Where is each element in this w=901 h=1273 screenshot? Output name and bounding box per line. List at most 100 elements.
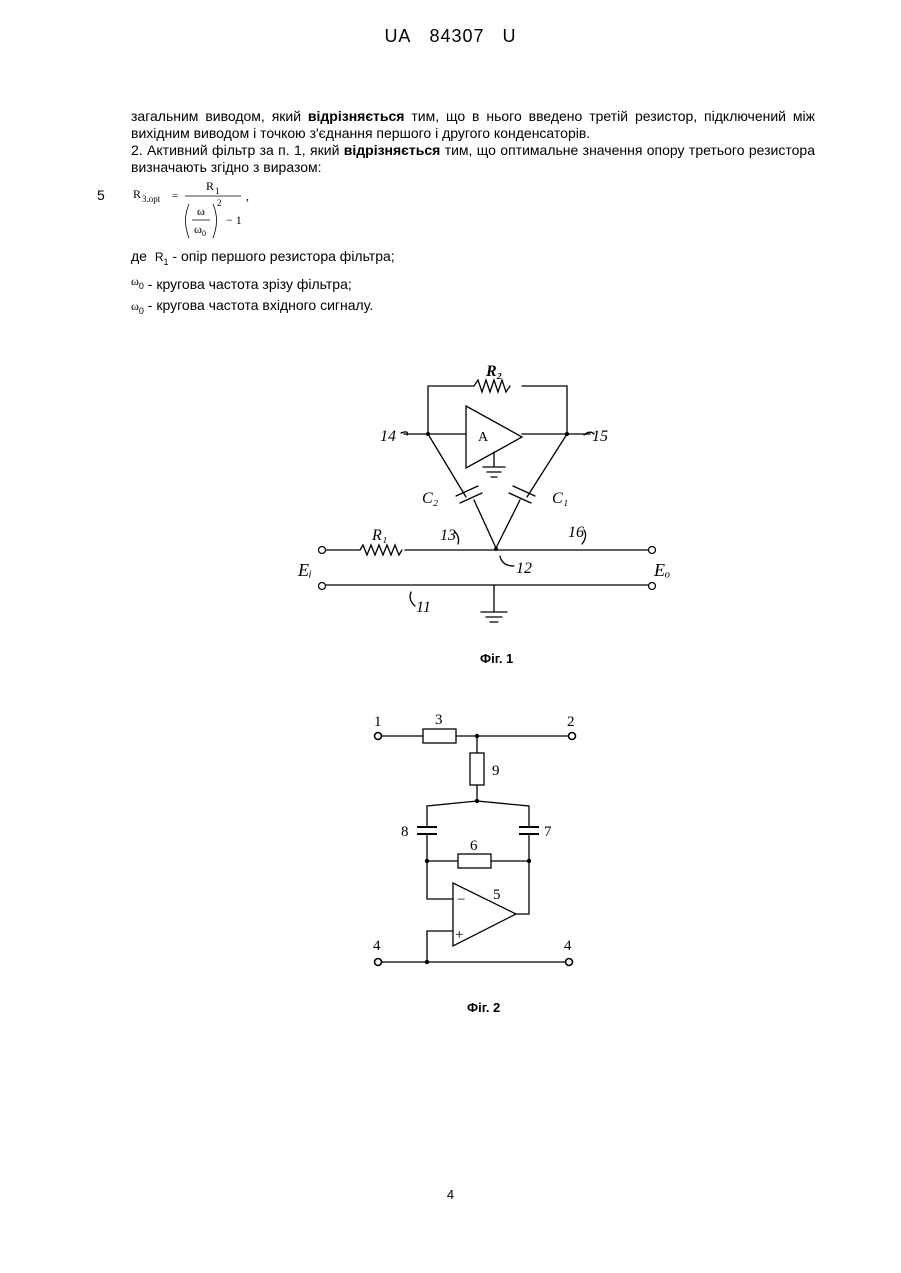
fig2-caption: Фіг. 2 bbox=[467, 1000, 500, 1015]
fig2-label-1: 1 bbox=[374, 714, 382, 730]
fig2-label-7: 7 bbox=[544, 824, 552, 840]
fig1-label-16: 16 bbox=[568, 524, 584, 541]
fig1-leader-15 bbox=[584, 432, 594, 435]
def-text: - кругова частота зрізу фільтра; bbox=[144, 276, 352, 292]
formula-numerator: R bbox=[206, 179, 214, 193]
def-prefix: де bbox=[131, 248, 147, 264]
fig2-label-4-right: 4 bbox=[564, 938, 572, 954]
def-symbol-omega: ω bbox=[131, 274, 139, 288]
fig1-terminal-ei-top bbox=[319, 547, 326, 554]
fig2-node-right bbox=[527, 859, 531, 863]
fig2-label-minus: − bbox=[457, 892, 465, 908]
fig2-label-6: 6 bbox=[470, 838, 478, 854]
fig2-node-top bbox=[475, 734, 479, 738]
fig1-label-r1: R₁ bbox=[371, 527, 387, 544]
fig1-wire-r2-right bbox=[522, 386, 567, 434]
def-text: - опір першого резистора фільтра; bbox=[169, 248, 395, 264]
fig1-leader-13 bbox=[455, 532, 459, 544]
fig1-label-c2: C₂ bbox=[422, 490, 439, 507]
def-symbol-sub: 0 bbox=[139, 281, 144, 291]
formula-numerator-sub: 1 bbox=[215, 186, 220, 196]
formula-lhs-sub: 3.opt bbox=[142, 194, 161, 204]
fig1-node-14 bbox=[426, 432, 430, 436]
claim2-text-a: 2. Активний фільтр за п. 1, який bbox=[131, 142, 344, 158]
fig1-opamp-a bbox=[466, 406, 522, 468]
fig1-leader-12 bbox=[500, 556, 514, 566]
formula-paren-left bbox=[186, 204, 190, 238]
fig1-resistor-r1 bbox=[360, 545, 402, 555]
header-kind: U bbox=[503, 26, 517, 46]
fig1-label-11: 11 bbox=[416, 599, 431, 616]
definition-omega0: ω0 - кругова частота зрізу фільтра; bbox=[131, 276, 352, 295]
fig1-wire-c1-bottom bbox=[496, 500, 520, 548]
fig1-label-a: A bbox=[478, 430, 489, 445]
fig1-label-r2: R₂ bbox=[485, 363, 502, 380]
fig2-resistor-9 bbox=[470, 753, 484, 785]
fig2-label-5: 5 bbox=[493, 887, 501, 903]
fig1-wire-c2-top bbox=[428, 434, 466, 497]
fig1-label-c1: C₁ bbox=[552, 490, 568, 507]
fig1-label-eo: Eₒ bbox=[653, 560, 670, 580]
fig1-resistor-r2 bbox=[474, 380, 510, 392]
fig2-terminal-2 bbox=[569, 733, 576, 740]
fig2-node-caps bbox=[475, 799, 479, 803]
claim2-bold: відрізняється bbox=[344, 142, 441, 158]
fig2-capacitor-8 bbox=[417, 827, 437, 834]
claim-paragraph-1: загальним виводом, який відрізняється ти… bbox=[131, 108, 815, 142]
fig2-resistor-3 bbox=[423, 729, 456, 743]
fig2-label-9: 9 bbox=[492, 763, 500, 779]
fig2-label-2: 2 bbox=[567, 714, 575, 730]
claim-paragraph-2: 2. Активний фільтр за п. 1, який відрізн… bbox=[131, 142, 815, 176]
formula-power: 2 bbox=[217, 198, 222, 208]
fig2-label-plus: + bbox=[455, 927, 463, 943]
formula-omega0-sub: 0 bbox=[202, 229, 206, 238]
fig2-capacitor-7 bbox=[519, 827, 539, 834]
fig1-label-15: 15 bbox=[592, 428, 608, 445]
def-text: - кругова частота вхідного сигналу. bbox=[144, 297, 373, 313]
patent-header: UA 84307 U bbox=[0, 26, 901, 47]
fig2-wire-left-loop bbox=[427, 834, 453, 899]
formula-lhs: R bbox=[133, 187, 141, 201]
fig1-label-14: 14 bbox=[380, 428, 396, 445]
fig2-label-4-left: 4 bbox=[373, 938, 381, 954]
fig1-capacitor-c2 bbox=[456, 486, 482, 503]
fig1-capacitor-c1 bbox=[509, 486, 535, 503]
header-country: UA bbox=[384, 26, 411, 46]
fig1-node-15 bbox=[565, 432, 569, 436]
def-symbol-omega: ω bbox=[131, 299, 139, 313]
fig1-node-12 bbox=[494, 547, 498, 551]
page-number: 4 bbox=[0, 1187, 901, 1202]
fig1-terminal-ei-bottom bbox=[319, 583, 326, 590]
fig2-node-bottom bbox=[425, 960, 429, 964]
fig2-label-8: 8 bbox=[401, 824, 409, 840]
formula-minus-one: − 1 bbox=[226, 213, 242, 227]
formula-comma: , bbox=[246, 189, 249, 203]
formula-omega0: ω bbox=[194, 222, 202, 236]
definition-omega: ω0 - кругова частота вхідного сигналу. bbox=[131, 297, 373, 316]
fig2-wire-caps-top bbox=[427, 801, 529, 827]
fig2-resistor-6 bbox=[458, 854, 491, 868]
fig1-label-12: 12 bbox=[516, 560, 532, 577]
fig2-opamp-5 bbox=[453, 883, 516, 946]
fig2-terminal-1 bbox=[375, 733, 382, 740]
header-number: 84307 bbox=[429, 26, 484, 46]
fig1-opamp-ground bbox=[483, 452, 505, 477]
fig1-label-ei: Eᵢ bbox=[297, 560, 312, 580]
fig2-terminal-4-right bbox=[566, 959, 573, 966]
formula-omega: ω bbox=[197, 204, 205, 218]
formula-eq: = bbox=[172, 190, 178, 202]
line-number: 5 bbox=[97, 187, 105, 203]
fig2-label-3: 3 bbox=[435, 712, 443, 728]
fig1-terminal-eo-top bbox=[649, 547, 656, 554]
fig1-wire-c2-bottom bbox=[474, 500, 496, 548]
fig2-terminal-4-left bbox=[375, 959, 382, 966]
fig1-leader-11 bbox=[410, 592, 415, 606]
fig1-caption: Фіг. 1 bbox=[480, 651, 513, 666]
fig2-wire-plus bbox=[427, 931, 453, 962]
fig1-label-13: 13 bbox=[440, 527, 456, 544]
definition-r1: де R1 - опір першого резистора фільтра; bbox=[131, 248, 395, 267]
fig2-wire-right-loop bbox=[515, 834, 529, 914]
